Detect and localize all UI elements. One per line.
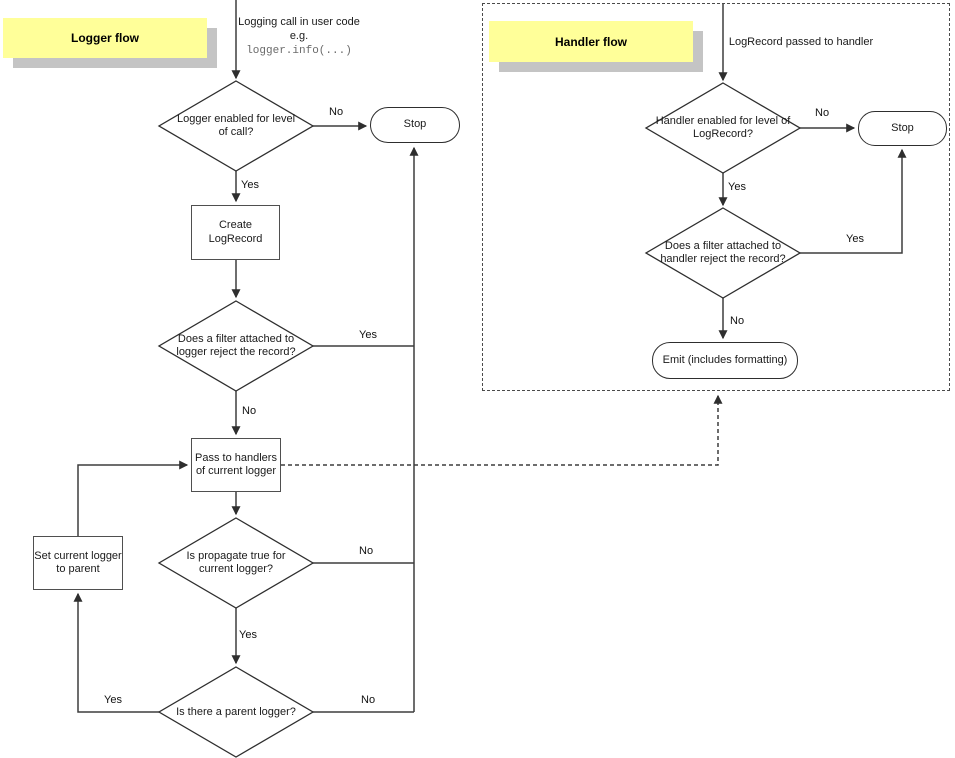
edge-label-parent-yes: Yes bbox=[104, 694, 122, 706]
edge-label-parent-no: No bbox=[361, 694, 376, 706]
decision-parent-shape bbox=[157, 666, 315, 758]
edge-label-logger-filter-no: No bbox=[242, 405, 257, 417]
decision-propagate-text: Is propagate true for current logger? bbox=[186, 550, 286, 575]
decision-logger-filter-shape bbox=[157, 300, 315, 392]
edge-label-handler-enabled-yes: Yes bbox=[728, 181, 746, 193]
edge-label-handler-filter-no: No bbox=[730, 315, 745, 327]
edge-label-handler-filter-yes: Yes bbox=[846, 233, 864, 245]
logger-flow-note-label: Logger flow bbox=[71, 31, 139, 45]
edge-label-propagate-yes: Yes bbox=[239, 629, 257, 641]
handler-flow-box bbox=[482, 3, 950, 391]
process-pass-to-handlers: Pass to handlers of current logger bbox=[191, 438, 281, 492]
terminator-emit-label: Emit (includes formatting) bbox=[662, 353, 788, 366]
decision-handler-enabled-text: Handler enabled for level of LogRecord? bbox=[655, 115, 791, 140]
decision-handler-filter-shape bbox=[644, 207, 802, 299]
edge-label-logger-filter-yes: Yes bbox=[359, 329, 377, 341]
process-pass-to-handlers-label: Pass to handlers of current logger bbox=[195, 451, 277, 477]
terminator-stop-logger: Stop bbox=[370, 107, 460, 143]
process-create-logrecord: Create LogRecord bbox=[191, 205, 280, 260]
logger-flow-note: Logger flow bbox=[3, 18, 207, 58]
connector-hfilter-yes-stop bbox=[800, 148, 907, 254]
decision-parent-text: Is there a parent logger? bbox=[176, 705, 296, 718]
process-create-logrecord-label: Create LogRecord bbox=[208, 219, 263, 245]
edge-label-propagate-no: No bbox=[359, 545, 374, 557]
decision-handler-enabled-shape bbox=[644, 82, 802, 174]
decision-logger-enabled-shape bbox=[157, 80, 315, 172]
decision-logger-filter-text: Does a filter attached to logger reject … bbox=[176, 333, 296, 358]
handler-flow-note: Handler flow bbox=[489, 21, 693, 62]
decision-handler-filter-text: Does a filter attached to handler reject… bbox=[660, 240, 786, 265]
connector-pass-to-handlerflow bbox=[281, 394, 723, 466]
connector-set-to-pass bbox=[77, 460, 189, 536]
edge-label-logger-enabled-yes: Yes bbox=[241, 179, 259, 191]
logger-entry-annotation: Logging call in user code e.g. logger.in… bbox=[238, 16, 360, 58]
handler-flow-note-label: Handler flow bbox=[554, 34, 627, 49]
handler-entry-annotation: LogRecord passed to handler bbox=[727, 36, 875, 50]
edge-label-logger-enabled-no: No bbox=[329, 106, 344, 118]
logger-entry-code: logger.info(...) bbox=[246, 44, 352, 57]
terminator-stop-handler-label: Stop bbox=[891, 121, 914, 134]
terminator-stop-logger-label: Stop bbox=[403, 118, 427, 131]
decision-logger-enabled-text: Logger enabled for level of call? bbox=[176, 113, 296, 138]
process-set-current-logger-label: Set current logger to parent bbox=[34, 549, 122, 575]
logger-entry-text: Logging call in user code bbox=[238, 16, 360, 28]
edge-label-handler-enabled-no: No bbox=[815, 107, 830, 119]
decision-propagate-shape bbox=[157, 517, 315, 609]
terminator-stop-handler: Stop bbox=[858, 111, 947, 146]
handler-entry-text: LogRecord passed to handler bbox=[728, 36, 874, 48]
logger-entry-eg: e.g. bbox=[289, 29, 309, 42]
connector-parent-yes-set bbox=[73, 592, 159, 713]
process-set-current-logger: Set current logger to parent bbox=[33, 536, 123, 590]
terminator-emit: Emit (includes formatting) bbox=[652, 342, 798, 379]
